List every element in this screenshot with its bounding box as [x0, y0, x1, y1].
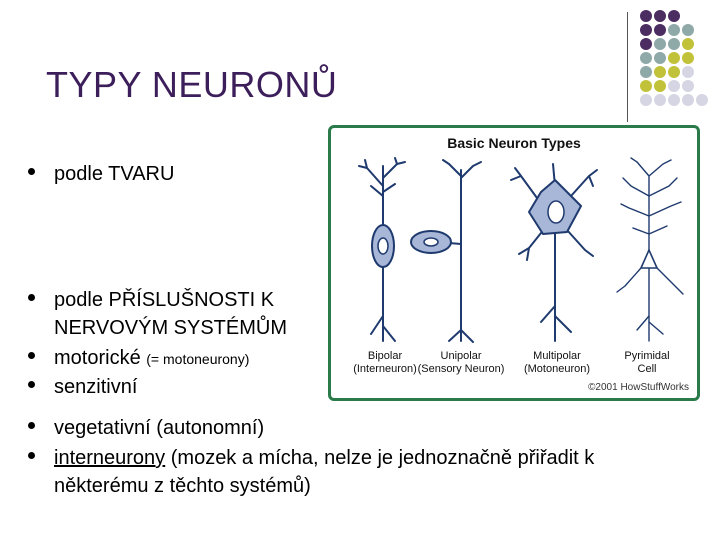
decor-dot	[668, 24, 680, 36]
decor-dot	[654, 10, 666, 22]
decor-dot	[640, 10, 652, 22]
bullet-text: podle PŘÍSLUŠNOSTI K NERVOVÝM SYSTÉMŮM	[54, 286, 287, 342]
interneurony-link[interactable]: interneurony	[54, 447, 166, 469]
bullet-text-line: NERVOVÝM SYSTÉMŮM	[54, 317, 287, 339]
bullet-dot	[28, 294, 35, 301]
decor-dot	[654, 80, 666, 92]
decor-dot	[640, 94, 652, 106]
bullet-text: vegetativní (autonomní)	[54, 417, 265, 439]
decor-dot	[668, 52, 680, 64]
decor-dot	[640, 80, 652, 92]
label-unipolar: Unipolar (Sensory Neuron)	[411, 350, 511, 376]
label-multipolar: Multipolar (Motoneuron)	[507, 350, 607, 376]
bullet-dot	[28, 168, 35, 175]
bullet-dot	[28, 381, 35, 388]
decor-dot	[654, 24, 666, 36]
label-pyramidal: Pyrimidal Cell	[597, 350, 697, 376]
decor-dot	[654, 38, 666, 50]
label-line: (Sensory Neuron)	[417, 363, 505, 375]
bipolar-neuron	[358, 157, 406, 342]
bullet-text-line: podle PŘÍSLUŠNOSTI K	[54, 289, 275, 311]
decor-dot	[682, 66, 694, 78]
bullet-dot	[28, 452, 35, 459]
slide-title: TYPY NEURONŮ	[46, 64, 338, 105]
bullet-text-line: některému z těchto systémů)	[54, 475, 311, 497]
multipolar-neuron	[510, 163, 598, 342]
decor-dot	[668, 94, 680, 106]
label-line: Unipolar	[440, 350, 482, 362]
label-bipolar: Bipolar (Interneuron)	[335, 350, 435, 376]
label-line: Pyrimidal	[624, 350, 670, 362]
unipolar-neuron	[410, 159, 482, 343]
bullet-text-rest: (mozek a mícha, nelze je jednoznačně při…	[165, 447, 595, 469]
bullet-dot	[28, 352, 35, 359]
decor-dot	[682, 38, 694, 50]
decor-dot	[654, 66, 666, 78]
label-line: (Interneuron)	[353, 363, 417, 375]
neuron-illustrations	[358, 157, 684, 343]
decorative-divider	[627, 12, 628, 122]
label-line: (Motoneuron)	[523, 363, 591, 375]
decor-dot	[668, 66, 680, 78]
pyramidal-neuron	[616, 157, 684, 342]
bullet-text-note: (= motoneurony)	[146, 351, 250, 367]
decor-dot	[682, 52, 694, 64]
decor-dot	[682, 80, 694, 92]
decor-dot	[668, 80, 680, 92]
bullet-text: interneurony (mozek a mícha, nelze je je…	[54, 444, 594, 500]
neuron-types-figure: Basic Neuron Types	[328, 125, 700, 401]
decor-dot	[640, 38, 652, 50]
decor-dot	[654, 94, 666, 106]
copyright-text: ©2001 HowStuffWorks	[588, 382, 689, 393]
bullet-text: podle TVARU	[54, 163, 175, 185]
bullet-text: motorické (= motoneurony)	[54, 344, 249, 373]
bullet-text: senzitivní	[54, 376, 138, 398]
label-line: Bipolar	[367, 350, 403, 362]
decor-dot	[640, 66, 652, 78]
decor-dot	[668, 10, 680, 22]
decor-dot	[696, 94, 708, 106]
decor-dot	[640, 24, 652, 36]
bullet-text-main: motorické	[54, 347, 141, 369]
figure-title: Basic Neuron Types	[447, 135, 581, 151]
decor-dot	[682, 24, 694, 36]
label-line: Multipolar	[533, 350, 581, 362]
decor-dot	[668, 38, 680, 50]
decor-dot	[640, 52, 652, 64]
decor-dot	[654, 52, 666, 64]
label-line: Cell	[637, 363, 657, 375]
decor-dot	[682, 94, 694, 106]
bullet-dot	[28, 422, 35, 429]
